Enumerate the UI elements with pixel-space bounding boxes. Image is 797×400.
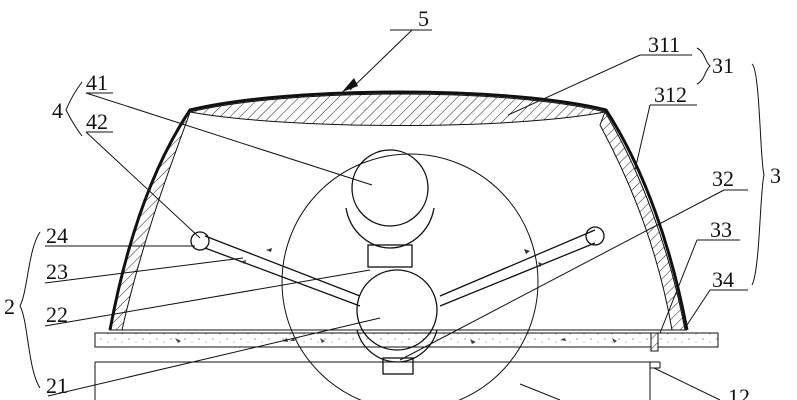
upper-bulb <box>345 149 435 268</box>
label-31: 31 <box>712 53 734 78</box>
top-lens <box>189 93 606 126</box>
reference-numerals: 5 311 31 312 3 4 41 42 32 33 34 2 24 23 … <box>4 6 781 400</box>
label-5: 5 <box>418 6 429 31</box>
label-22: 22 <box>46 302 68 327</box>
base-plate <box>94 332 719 352</box>
lower-bulb <box>356 269 438 375</box>
left-wall <box>109 111 191 331</box>
clamp-part <box>650 332 659 352</box>
right-wall <box>599 110 686 331</box>
right-joint <box>585 226 605 246</box>
label-23: 23 <box>46 259 68 284</box>
label-24: 24 <box>46 223 68 248</box>
leader-lines <box>19 29 765 400</box>
outer-shell <box>108 90 689 331</box>
support-arms <box>190 226 605 307</box>
label-2: 2 <box>4 294 15 319</box>
label-4: 4 <box>52 98 63 123</box>
left-joint <box>190 231 210 251</box>
label-33: 33 <box>710 217 732 242</box>
label-311: 311 <box>648 32 680 57</box>
inner-circle <box>281 153 539 400</box>
lamp-shade <box>108 90 689 331</box>
label-34: 34 <box>712 267 734 292</box>
lower-housing <box>94 361 661 400</box>
label-32: 32 <box>712 166 734 191</box>
label-3: 3 <box>770 163 781 188</box>
label-42: 42 <box>86 109 108 134</box>
label-41: 41 <box>86 70 108 95</box>
label-312: 312 <box>654 82 687 107</box>
label-21: 21 <box>46 373 68 398</box>
label-12: 12 <box>728 384 750 400</box>
